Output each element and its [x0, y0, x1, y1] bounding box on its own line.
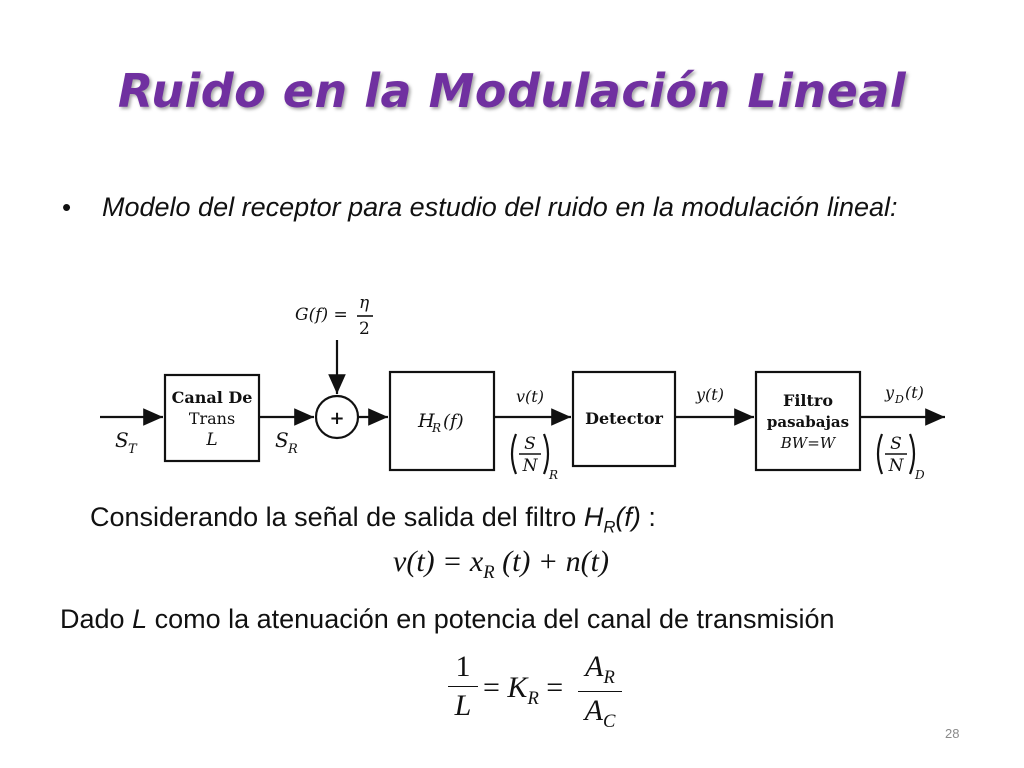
y-signal-label: y(t) — [695, 385, 724, 404]
filter-output-tail: : — [640, 502, 656, 532]
snr-in-left-paren — [510, 433, 518, 475]
hr-filter-argument: (f) — [443, 411, 464, 432]
detector-block — [571, 370, 677, 468]
eq1-v: ν — [393, 545, 407, 578]
hr-filter-block — [388, 370, 496, 472]
eq2-equals-1: = — [483, 671, 500, 704]
input-signal-label: S — [115, 428, 129, 452]
filter-output-text: Considerando la señal de salida del filt… — [90, 502, 584, 532]
snr-out-denominator: N — [888, 456, 905, 476]
adder-plus: + — [329, 408, 344, 429]
hr-filter-label: H — [417, 410, 435, 432]
eq1-part3: (t) — [580, 545, 609, 578]
channel-label-line1: Canal De — [172, 388, 253, 407]
eq1-x: x — [469, 545, 484, 578]
snr-in-subscript: R — [548, 468, 558, 482]
equation-v-of-t: ν(t) = xR (t) + n(t) — [393, 545, 609, 584]
snr-in-denominator: N — [522, 456, 539, 476]
hr-filter-subscript: R — [431, 421, 441, 435]
noise-psd-denominator: 2 — [359, 319, 370, 339]
eq2-den1: L — [454, 689, 472, 722]
input-signal-subscript: T — [128, 442, 138, 457]
eq2-den2-subscript: C — [602, 711, 616, 732]
eq2-middle: = KR = — [483, 671, 563, 710]
filter-name-argument: (f) — [615, 502, 641, 532]
receiver-block-diagram: G(f) = η 2 S T Canal De Trans L S R + H … — [100, 293, 945, 482]
lpf-label-line2: pasabajas — [767, 413, 849, 431]
bullet-dot: • — [62, 192, 72, 222]
filter-output-sentence: Considerando la señal de salida del filt… — [90, 502, 656, 537]
slide-title: Ruido en la Modulación Lineal — [117, 64, 907, 118]
page-number: 28 — [945, 726, 960, 741]
eq1-x-subscript: R — [483, 562, 495, 583]
output-signal-subscript: D — [894, 393, 904, 406]
eq2-fraction-1: 1 L — [448, 650, 478, 723]
eq2-k-subscript: R — [527, 688, 539, 709]
lpf-label-line3: BW=W — [780, 434, 837, 452]
filter-name-h: H — [583, 502, 604, 532]
detector-label: Detector — [585, 409, 663, 428]
eq2-den2: A — [584, 694, 603, 727]
snr-in-right-paren — [542, 433, 550, 475]
output-signal-argument: (t) — [905, 383, 924, 402]
eq2-fraction-2: AR AC — [578, 650, 622, 733]
snr-out-numerator: S — [890, 434, 902, 454]
v-signal-label: v(t) — [516, 387, 544, 406]
lpf-label-line1: Filtro — [783, 391, 833, 410]
eq2-num2: A — [585, 650, 604, 683]
output-signal-label: y — [884, 383, 895, 402]
received-signal-label: S — [275, 428, 289, 452]
snr-in-numerator: S — [524, 434, 536, 454]
eq1-n: n — [565, 545, 581, 578]
eq1-part2: (t) + — [494, 545, 566, 578]
eq1-part1: (t) = — [406, 545, 470, 578]
eq2-num1: 1 — [455, 650, 471, 683]
eq2-bar1 — [448, 686, 478, 687]
channel-label-line2: Trans — [189, 409, 235, 428]
eq2-equals-2: = — [546, 671, 564, 704]
eq2-k: K — [507, 671, 528, 704]
attenuation-pre: Dado — [60, 604, 133, 634]
attenuation-post: como la atenuación en potencia del canal… — [147, 604, 835, 634]
snr-out-left-paren — [876, 433, 884, 475]
snr-out-subscript: D — [914, 468, 925, 482]
eq2-bar2 — [578, 691, 622, 692]
received-signal-subscript: R — [287, 442, 298, 457]
eq2-num2-subscript: R — [603, 667, 615, 688]
noise-psd-numerator: η — [359, 293, 370, 313]
snr-out-right-paren — [908, 433, 916, 475]
channel-label-line3: L — [205, 430, 217, 450]
lowpass-filter-block — [754, 370, 862, 472]
attenuation-symbol: L — [132, 604, 148, 634]
attenuation-sentence: Dado L como la atenuación en potencia de… — [60, 604, 835, 635]
bullet-text: Modelo del receptor para estudio del rui… — [102, 192, 898, 222]
noise-psd-label: G(f) = — [295, 305, 348, 325]
filter-name-subscript: R — [603, 517, 616, 537]
